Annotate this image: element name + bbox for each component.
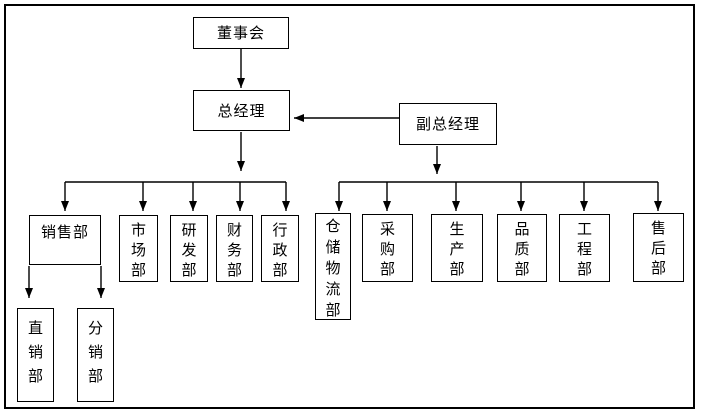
node-distribution-dept-label: 分销部 [87, 319, 103, 385]
node-admin-dept: 行政部 [261, 215, 299, 282]
node-quality-dept-label: 品质部 [514, 220, 530, 278]
node-rnd-dept: 研发部 [170, 215, 208, 282]
node-quality-dept: 品质部 [497, 214, 547, 282]
node-warehouse-logistics-dept-label: 仓储物流部 [325, 217, 341, 319]
node-finance-dept: 财务部 [216, 215, 253, 282]
node-warehouse-logistics-dept: 仓储物流部 [315, 213, 351, 320]
node-board-label: 董事会 [216, 24, 265, 42]
node-marketing-dept: 市场部 [119, 215, 158, 282]
node-deputy-general-manager: 副总经理 [399, 103, 497, 145]
node-production-dept-label: 生产部 [449, 220, 465, 278]
node-direct-sales-dept-label: 直销部 [27, 319, 43, 385]
node-deputy-general-manager-label: 副总经理 [415, 115, 480, 133]
node-distribution-dept: 分销部 [77, 308, 114, 402]
node-marketing-dept-label: 市场部 [130, 221, 146, 279]
node-production-dept: 生产部 [431, 214, 483, 282]
node-general-manager: 总经理 [193, 90, 290, 131]
node-rnd-dept-label: 研发部 [181, 221, 197, 279]
node-general-manager-label: 总经理 [217, 101, 266, 120]
outer-border [4, 4, 695, 409]
node-after-sales-dept-label: 售后部 [650, 219, 666, 277]
node-engineering-dept-label: 工程部 [576, 220, 592, 278]
node-board: 董事会 [193, 17, 289, 49]
node-finance-dept-label: 财务部 [226, 221, 242, 279]
node-purchasing-dept-label: 采购部 [379, 220, 395, 278]
node-engineering-dept: 工程部 [559, 214, 610, 282]
node-purchasing-dept: 采购部 [362, 214, 413, 282]
node-sales-dept: 销售部 [29, 215, 101, 265]
node-direct-sales-dept: 直销部 [17, 308, 54, 402]
node-admin-dept-label: 行政部 [272, 221, 288, 279]
node-after-sales-dept: 售后部 [633, 213, 684, 282]
node-sales-dept-label: 销售部 [40, 223, 89, 241]
